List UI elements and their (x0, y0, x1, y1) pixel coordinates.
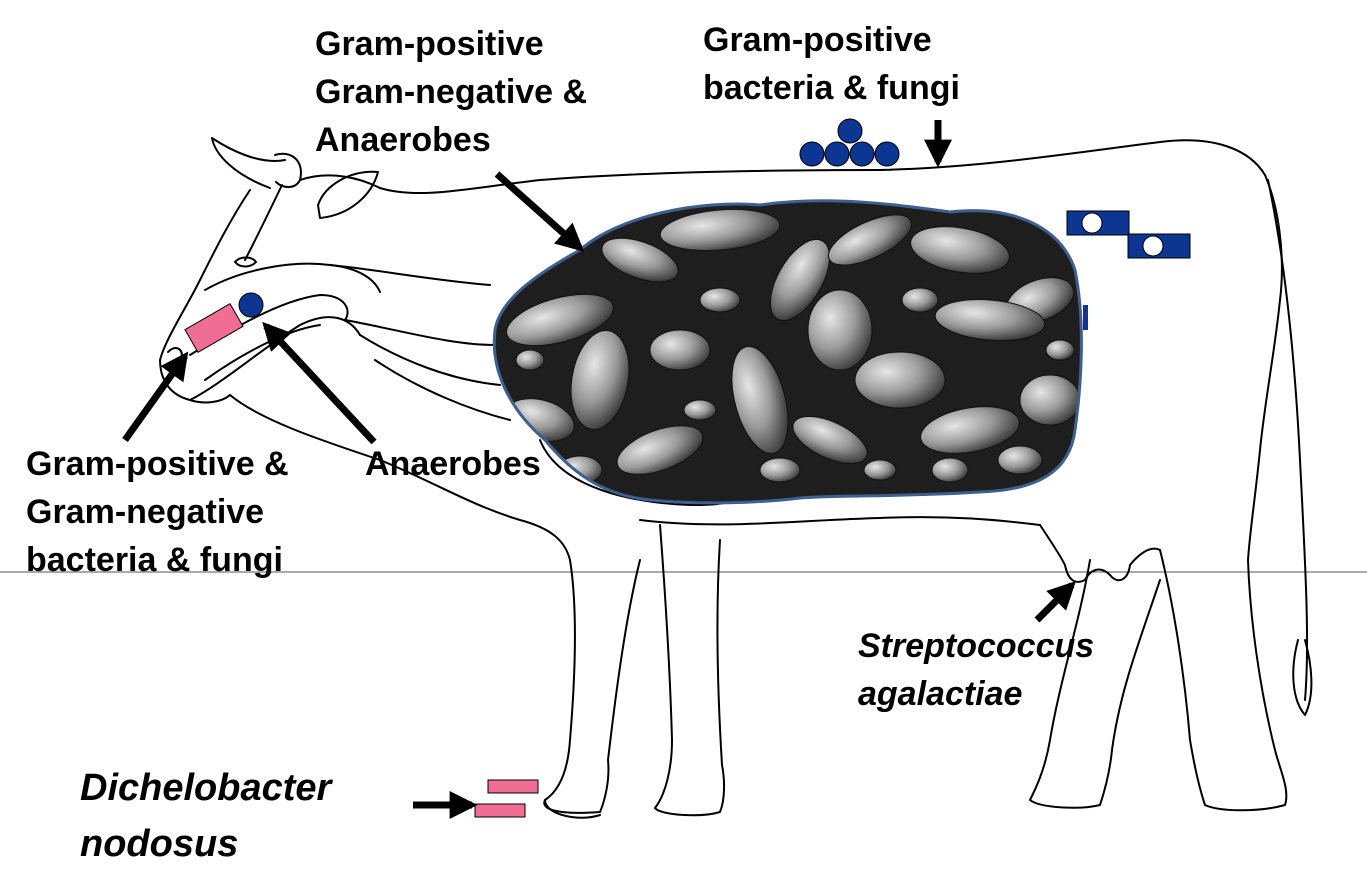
label-mouth-tongue-line-3: bacteria & fungi (26, 541, 283, 579)
tail-tip (1292, 639, 1313, 716)
palate (204, 262, 381, 293)
front-leg (543, 559, 641, 814)
label-rumen: Gram-positive Gram-negative & Anaerobes (315, 20, 587, 164)
arrow-udder (1034, 581, 1076, 623)
esophagus (344, 319, 496, 346)
label-mouth-tongue-line-1: Gram-positive & (26, 445, 289, 483)
neck-underside (229, 394, 571, 561)
bacteria-texture (505, 208, 1081, 485)
ear (317, 170, 379, 219)
arrow-tongue (122, 351, 189, 443)
label-mouth-tongue: Gram-positive & Gram-negative bacteria &… (26, 440, 289, 584)
tail (1267, 179, 1309, 701)
rear-leg (1029, 559, 1161, 809)
esophagus (329, 264, 491, 286)
pink-rod-mouth (184, 303, 244, 353)
belly (639, 516, 1041, 526)
label-rumen-line-3: Anaerobes (315, 121, 491, 159)
coccus-mouth (238, 292, 264, 318)
arrow-teeth (262, 321, 377, 445)
udder (1039, 524, 1161, 583)
forehead (244, 184, 283, 261)
label-back-line-1: Gram-positive (703, 21, 932, 59)
label-mouth-tongue-line-2: Gram-negative (26, 493, 265, 531)
trachea (374, 359, 511, 421)
label-rumen-line-2: Gram-negative & (315, 73, 588, 111)
label-hoof: Dichelobacter nodosus (80, 760, 331, 872)
label-udder-line-2: agalactiae (858, 675, 1023, 713)
horn (211, 137, 286, 189)
label-hoof-line-2: nodosus (80, 823, 239, 865)
cow-outline (159, 137, 1313, 819)
rumen-border (492, 199, 1083, 505)
label-back-line-2: bacteria & fungi (703, 69, 960, 107)
spore-rods-back (1066, 210, 1191, 259)
label-udder: Streptococcus agalactiae (858, 622, 1094, 718)
cocci-cluster-back (799, 118, 900, 167)
label-back: Gram-positive bacteria & fungi (703, 16, 960, 112)
rumen-micrograph (494, 200, 1082, 503)
face (159, 189, 251, 404)
arrow-rumen (494, 171, 585, 252)
label-mouth-teeth: Anaerobes (365, 440, 541, 488)
rumen-edge-mark (1083, 305, 1088, 330)
back-line (299, 139, 1266, 195)
rear-leg (1159, 549, 1288, 812)
eye (234, 256, 257, 268)
label-mouth-teeth-line-1: Anaerobes (365, 445, 541, 483)
nostril (167, 347, 183, 357)
label-udder-line-1: Streptococcus (858, 627, 1095, 665)
hindquarter (1247, 174, 1283, 561)
arrows (122, 120, 1076, 819)
horn (274, 152, 302, 188)
hoof (544, 799, 601, 819)
front-leg (654, 524, 726, 817)
label-hoof-line-1: Dichelobacter (80, 767, 332, 809)
trachea (359, 334, 501, 386)
pink-rods-hoof (474, 779, 539, 818)
label-rumen-line-1: Gram-positive (315, 25, 544, 63)
